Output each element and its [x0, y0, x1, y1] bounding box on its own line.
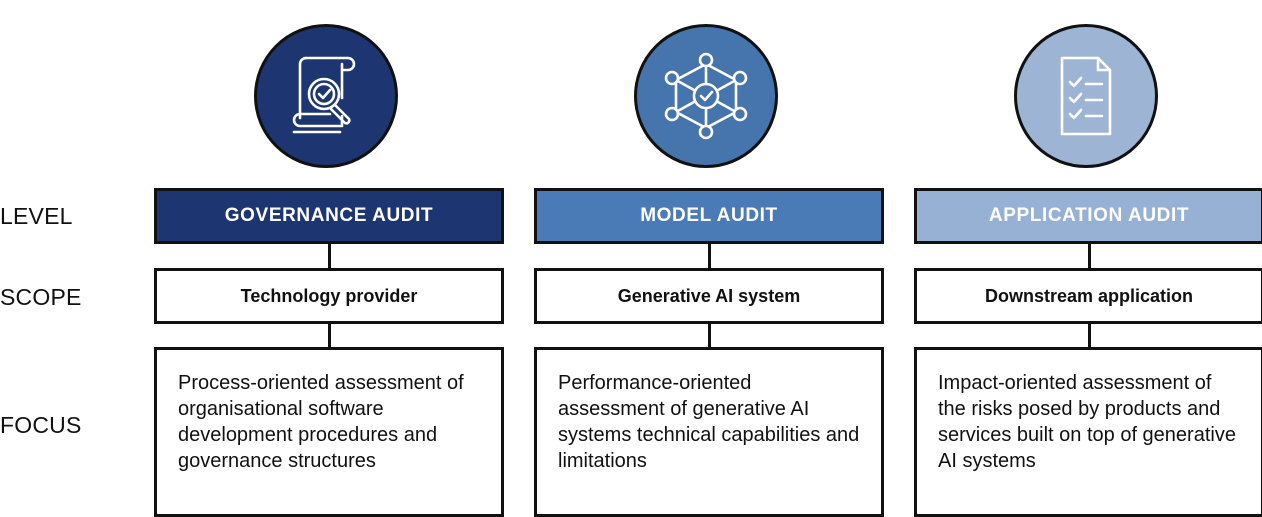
row-label-level: LEVEL: [0, 203, 73, 229]
focus-box-governance: Process-oriented assessment of organisat…: [154, 347, 504, 517]
row-label-scope: SCOPE: [0, 284, 82, 310]
level-box-application: APPLICATION AUDIT: [914, 188, 1262, 244]
governance-icon-circle: [254, 24, 398, 168]
scope-box-model: Generative AI system: [534, 268, 884, 324]
document-magnifier-check-icon: [292, 56, 356, 134]
connector-scope-focus: [328, 324, 331, 347]
application-audit-column: APPLICATION AUDIT Downstream application…: [914, 0, 1262, 517]
connector-level-scope: [708, 244, 711, 268]
connector-scope-focus: [708, 324, 711, 347]
focus-box-model: Performance-oriented assessment of gener…: [534, 347, 884, 517]
connector-level-scope: [1088, 244, 1091, 268]
governance-audit-column: GOVERNANCE AUDIT Technology provider Pro…: [154, 0, 504, 517]
scope-box-governance: Technology provider: [154, 268, 504, 324]
application-icon-circle: [1014, 24, 1158, 168]
level-box-model: MODEL AUDIT: [534, 188, 884, 244]
focus-box-application: Impact-oriented assessment of the risks …: [914, 347, 1262, 517]
scope-box-application: Downstream application: [914, 268, 1262, 324]
connector-level-scope: [328, 244, 331, 268]
network-hexagon-check-icon: [664, 52, 748, 140]
row-label-focus: FOCUS: [0, 412, 82, 438]
checklist-document-icon: [1060, 56, 1112, 136]
connector-scope-focus: [1088, 324, 1091, 347]
level-box-governance: GOVERNANCE AUDIT: [154, 188, 504, 244]
model-icon-circle: [634, 24, 778, 168]
model-audit-column: MODEL AUDIT Generative AI system Perform…: [534, 0, 884, 517]
